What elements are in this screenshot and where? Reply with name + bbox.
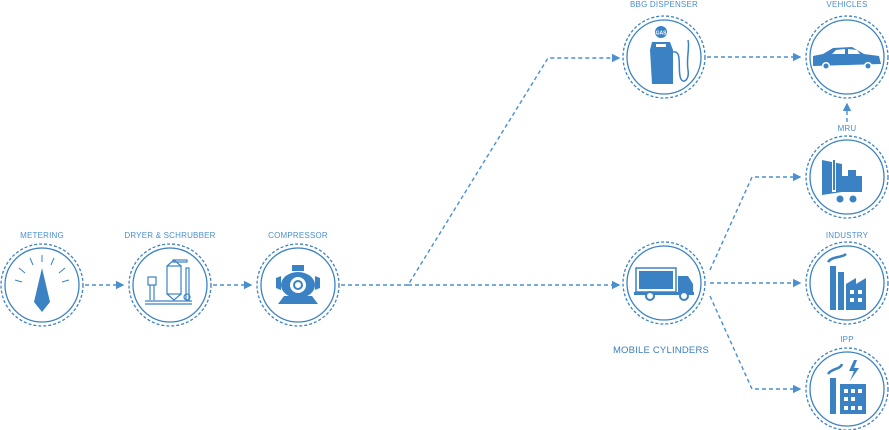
label-mobile-cylinders: MOBILE CYLINDERS: [612, 345, 710, 356]
label-dispenser: BBG DISPENSER: [630, 0, 698, 9]
compressor-icon: [276, 265, 320, 304]
car-icon: [813, 47, 881, 70]
node-vehicles-circle: [805, 15, 889, 99]
label-metering: METERING: [20, 231, 64, 240]
connector-mobile-mru: [709, 172, 802, 271]
mru-icon: [822, 158, 862, 203]
gas-pump-icon: GAS: [650, 26, 690, 84]
label-industry: INDUSTRY: [825, 231, 869, 240]
gas-label: GAS: [656, 31, 668, 37]
gauge-icon: [14, 255, 70, 312]
node-dryer-circle: [128, 243, 212, 327]
node-mobile-circle: [622, 241, 706, 325]
node-ipp-circle: [805, 347, 889, 430]
label-compressor: COMPRESSOR: [268, 231, 328, 240]
factory-icon: [826, 252, 866, 310]
connector-mobile-ipp: [709, 295, 802, 394]
label-ipp: IPP: [840, 335, 854, 344]
node-mru-circle: [805, 135, 889, 219]
cylinder-truck-icon: [634, 267, 694, 301]
power-plant-icon: [826, 360, 866, 414]
label-mru: MRU: [837, 124, 857, 133]
dryer-scrubber-icon: [145, 259, 192, 305]
node-compressor-circle: [256, 243, 340, 327]
connector-compressor-dispenser: [341, 53, 621, 286]
node-metering-circle: [0, 243, 84, 327]
label-dryer: DRYER & SCHRUBBER: [124, 231, 216, 240]
node-industry-circle: [805, 241, 889, 325]
label-vehicles: VEHICLES: [826, 0, 868, 9]
node-dispenser-circle: [622, 15, 706, 99]
